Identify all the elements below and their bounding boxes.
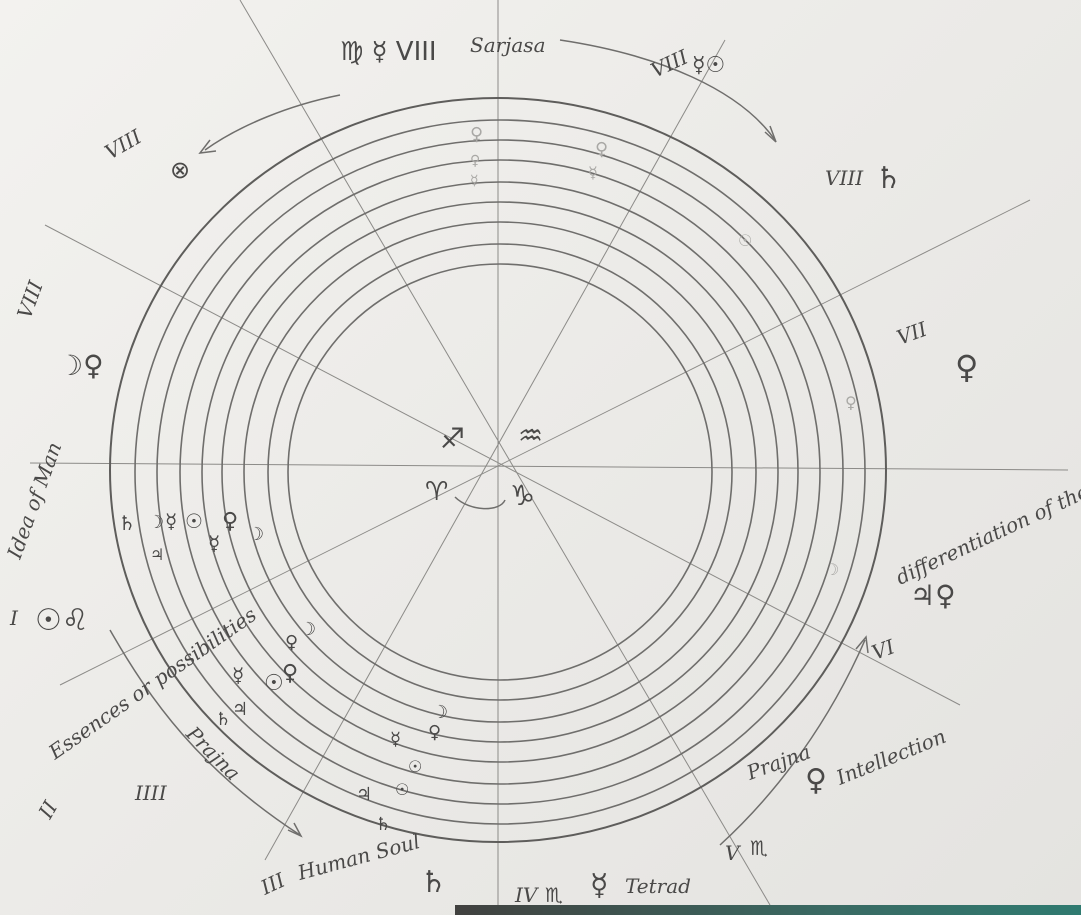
label-bottom-left-roman: III (256, 867, 290, 900)
pencil-arrows (109, 39, 869, 846)
guide-diagonal-a (239, 0, 771, 906)
label-bottom-roman: IV (514, 883, 540, 907)
label-right-mid-roman: VII (894, 316, 932, 349)
ring-symbol-top-faint-4: ☿ (470, 173, 479, 189)
label-tetrad: Tetrad (625, 874, 691, 898)
label-left-roman-I: I (9, 606, 19, 630)
ring-symbol-left-5: ☽ (248, 524, 264, 545)
ring-9 (287, 263, 713, 681)
ring-symbol-lower-left-1b: ☽ (300, 619, 316, 640)
label-tetrad-symbol: ☿ (590, 868, 608, 903)
bottom-left-arrowhead (287, 822, 303, 838)
ring-symbol-left-4: ♀ (222, 509, 238, 534)
top-left-arrow (204, 94, 341, 151)
label-bottom-saturn: ♄ (420, 865, 447, 900)
ring-symbol-lower-left-2a: ☿ (232, 663, 244, 687)
ring-symbol-lower-left-3b: ♃ (232, 699, 248, 720)
label-right-upper-roman: VIII (825, 166, 864, 190)
label-bottom-sign: ♏ (545, 883, 563, 907)
ring-symbol-bottom-4: ☉ (395, 780, 409, 799)
concentric-rings (109, 97, 887, 843)
ring-symbol-right-faint-2: ☽ (825, 560, 839, 579)
ring-symbol-left-3: ☉ (185, 509, 203, 533)
label-left-mid-symbols: ☽♀ (58, 349, 104, 382)
label-differentiation: differentiation of the forces (892, 450, 1081, 590)
ring-symbol-left-1: ☽ (148, 512, 164, 533)
label-right-diff-symbols: ♃♀ (910, 579, 956, 612)
label-intellection-symbol: ♀ (805, 763, 827, 798)
bottom-right-arrow (719, 639, 866, 846)
label-right-mid-symbol: ♀ (955, 348, 978, 386)
ring-2 (134, 119, 866, 825)
ring-symbol-bottom-0: ☽ (432, 702, 448, 723)
center-signs: ♐ ♒ ♈ ♑ (425, 419, 543, 512)
center-sign-top-right: ♒ (518, 419, 543, 452)
ring-symbol-bottom-6: ♄ (375, 814, 391, 835)
label-top-right-symbols: ☿☉ (692, 53, 725, 78)
top-left-arrowhead (198, 139, 217, 154)
label-prajna-right: Prajna (743, 740, 814, 785)
ring-symbol-bottom-5: ♃ (356, 784, 372, 805)
ring-symbol-mercury-extra: ☿ (208, 531, 220, 555)
label-right-upper-symbol: ♄ (875, 161, 902, 196)
ring-symbol-top-faint-2: ☿ (588, 163, 598, 182)
guide-horizontal (29, 462, 1069, 471)
ring-symbol-bottom-1: ♀ (428, 722, 441, 743)
guide-diagonal-b (264, 39, 726, 861)
top-right-arrow (559, 39, 776, 141)
label-right-roman-VI: VI (869, 634, 899, 665)
label-bottom-right-roman: V (725, 841, 742, 865)
label-top-symbols: ♍ ☿ VIII (340, 37, 437, 67)
label-bottom-right-sign: ♏ (750, 836, 768, 860)
label-top-right-roman: VIII (647, 44, 693, 82)
ring-symbol-lower-left-1a: ♀ (285, 632, 298, 653)
table-surface (455, 905, 1081, 915)
bottom-left-arrow (109, 629, 301, 836)
center-curve (454, 496, 506, 510)
top-right-arrowhead (764, 125, 777, 143)
label-left-roman-II: II (33, 796, 63, 824)
ring-symbol-top-faint-1: ♀ (595, 139, 608, 160)
ring-symbol-bottom-2: ☿ (390, 729, 401, 750)
label-top-word: Sarjasa (470, 33, 546, 57)
ring-symbol-right-faint-0: ☉ (738, 231, 752, 250)
bottom-right-arrowhead (855, 635, 869, 654)
ring-4 (179, 159, 821, 785)
ring-symbol-lower-left-3a: ♄ (215, 709, 231, 730)
label-prajna-left: Prajna (181, 721, 245, 785)
ring-6 (221, 201, 779, 743)
ring-symbol-left-0: ♄ (118, 511, 136, 535)
ring-3 (156, 139, 844, 805)
label-top-left-roman: VIII (101, 124, 147, 164)
label-tally: IIII (134, 781, 168, 805)
ring-7 (243, 221, 757, 723)
ring-symbol-right-faint-1: ♀ (845, 393, 857, 412)
guide-diagonal-d (59, 199, 1031, 686)
outer-annotations: VIII ⊗ ♍ ☿ VIII Sarjasa VIII ☿☉ VIII ♄ V… (2, 33, 1081, 907)
ring-5 (201, 181, 799, 763)
ring-symbol-lower-left-2b: ☉ (264, 671, 284, 696)
ring-symbol-bottom-3: ☉ (408, 757, 422, 776)
center-sign-bottom-left: ♈ (425, 477, 448, 507)
label-intellection: Intellection (832, 724, 949, 790)
ring-symbol-lower-left-2c: ♀ (282, 661, 298, 686)
ring-8 (267, 243, 733, 701)
label-top-left-symbol: ⊗ (170, 156, 190, 184)
ring-symbol-left-2: ☿ (165, 509, 177, 533)
ring-symbol-top-faint-3: ♀ (470, 153, 480, 169)
ring-symbol-left-second: ♃ (150, 545, 164, 564)
guide-diagonal-c (44, 224, 961, 706)
center-sign-top-left: ♐ (440, 422, 465, 455)
label-human-soul: Human Soul (294, 829, 422, 885)
label-left-mid-roman: VIII (12, 277, 48, 322)
ring-symbol-top-faint-0: ♀ (470, 124, 483, 145)
label-left-I-symbols: ☉♌ (35, 603, 89, 638)
label-idea-of-man: Idea of Man (2, 439, 67, 563)
center-sign-bottom-right: ♑ (510, 479, 535, 512)
ring-1 (109, 97, 887, 843)
radial-guides (29, 0, 1069, 906)
ring-symbols: ♄ ☽ ☿ ☉ ♀ ☽ ♃ ☿ ♀ ☽ ☿ ☉ ♀ ♄ ♃ ☽ ♀ ☿ ☉ ☉ … (118, 124, 857, 835)
